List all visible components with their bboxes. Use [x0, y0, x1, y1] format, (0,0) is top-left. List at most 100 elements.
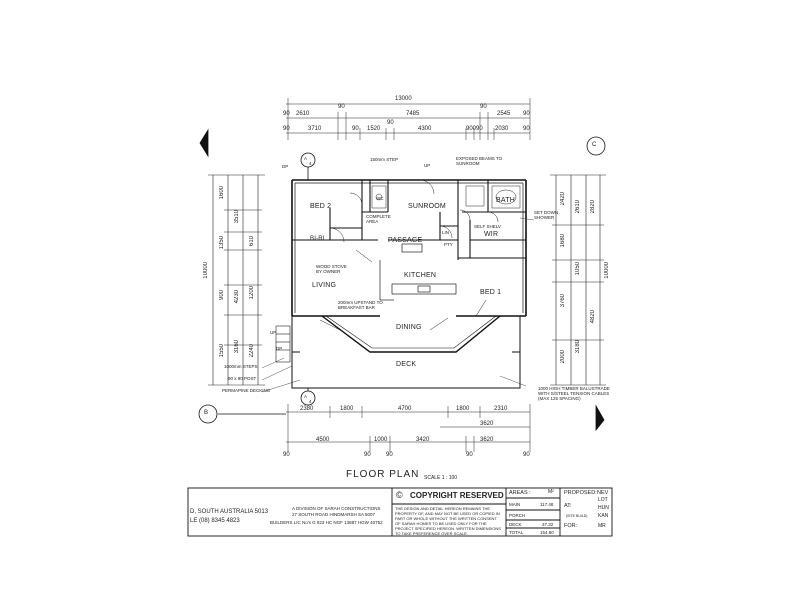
kitchen-bench	[391, 283, 457, 295]
tb-area-porch-label: PORCH	[509, 513, 526, 518]
left-overall-dim: 10000	[203, 262, 209, 279]
copyright-symbol: ©	[396, 490, 403, 500]
interior-walls	[292, 180, 526, 260]
top-tick-1: 90	[283, 111, 290, 117]
tb-copyright-text: THE DESIGN AND DETAIL HEREON REMAINS THE…	[395, 506, 501, 536]
tb-at-value-3: KAN	[598, 513, 609, 519]
top-dim-90b: 90	[480, 104, 487, 110]
right-dim-9: 4820	[590, 310, 596, 324]
right-dim-8: 2820	[590, 200, 596, 214]
room-deck: DECK	[396, 361, 417, 368]
tb-for-label: FOR:	[564, 523, 578, 529]
right-overall-dim: 10000	[604, 262, 610, 279]
room-bed2: BED 2	[310, 203, 332, 210]
note-set-down-shower: SET DOWN SHOWER	[534, 210, 559, 220]
top-dim-900: 900	[466, 126, 477, 132]
section-a-top: A	[304, 156, 308, 161]
dining-bay	[321, 315, 501, 353]
right-dim-4: 2610	[575, 200, 581, 214]
right-dim-5: 3760	[560, 294, 566, 308]
room-cupboard: COMPLETE AREA	[366, 214, 391, 224]
room-living: LIVING	[312, 282, 337, 289]
top-tick-4: 90	[352, 126, 359, 132]
bottom-dim-4700: 4700	[398, 406, 412, 412]
tb-area-total-label: TOTAL	[509, 530, 524, 535]
note-decking: PERMAPINE DECKING	[222, 388, 271, 393]
title-block-frame	[187, 487, 613, 537]
room-passage: PASSAGE	[388, 237, 423, 244]
room-lin: LIN	[442, 230, 450, 235]
right-dim-3: 1050	[575, 262, 581, 276]
section-4-top: 4	[309, 161, 312, 166]
bottom-dim-2310: 2310	[494, 406, 508, 412]
tb-areas-label: AREAS :	[509, 490, 531, 496]
deck-steps	[275, 325, 291, 363]
bottom-tick-3: 90	[386, 452, 393, 458]
right-dim-2: 1680	[560, 234, 566, 248]
section-b: B	[204, 410, 209, 416]
section-markers	[198, 128, 606, 432]
drawing-title: FLOOR PLAN	[346, 469, 420, 480]
bottom-tick-1: 90	[283, 452, 290, 458]
left-dim-4: 1350	[219, 236, 225, 250]
top-dim-2030: 2030	[495, 126, 509, 132]
tb-at-value-1: LOT	[598, 497, 608, 503]
room-kitchen: KITCHEN	[404, 272, 437, 279]
tb-copyright: COPYRIGHT RESERVED	[410, 491, 504, 500]
left-dim-8: 3160	[234, 340, 240, 354]
left-dim-1: 1600	[219, 186, 225, 200]
room-sunroom: SUNROOM	[408, 203, 446, 210]
right-dim-1: 2420	[560, 192, 566, 206]
top-dim-3710: 3710	[308, 126, 322, 132]
right-dim-6: 2000	[560, 350, 566, 364]
top-tick-3: 90	[283, 126, 290, 132]
top-dim-90a: 90	[338, 104, 345, 110]
room-dining: DINING	[396, 324, 422, 331]
note-dp-left: DP	[282, 164, 289, 169]
left-dim-9: 1550	[219, 344, 225, 358]
top-dim-2610: 2610	[296, 111, 310, 117]
room-bed1: BED 1	[480, 289, 502, 296]
note-step: 150mm STEP	[370, 157, 399, 162]
bottom-dim-1800b: 1800	[456, 406, 470, 412]
bottom-dim-3620a: 3620	[480, 421, 494, 427]
note-exposed-beams: EXPOSED BEAMS TO SUNROOM	[456, 156, 503, 166]
tb-for-value: MR	[598, 523, 606, 529]
bottom-tick-5: 90	[523, 452, 530, 458]
bottom-dim-3420: 3420	[416, 437, 430, 443]
bottom-tick-4: 90	[466, 452, 473, 458]
tb-site-label: (SITE BUILD)	[566, 514, 588, 518]
tb-area-deck-label: DECK	[509, 522, 522, 527]
drawing-scale: SCALE 1 : 100	[424, 475, 458, 481]
note-up-steps: UP	[270, 330, 277, 335]
room-wir: WIR	[484, 231, 499, 238]
room-bath: BATH	[496, 197, 515, 204]
bottom-dim-4500: 4500	[316, 437, 330, 443]
section-a-bottom: A	[304, 394, 308, 399]
bath-fixtures	[371, 185, 521, 209]
bottom-dim-2380: 2380	[300, 406, 314, 412]
room-self-shelves: SELF SHELV	[474, 224, 501, 229]
tb-areas-unit: M²	[548, 489, 554, 495]
bottom-dim-1000: 1000	[374, 437, 388, 443]
note-up: UP	[424, 163, 431, 168]
tb-at-label: AT:	[564, 503, 572, 509]
bottom-dim-1800a: 1800	[340, 406, 354, 412]
left-dim-5: 4230	[234, 290, 240, 304]
tb-builder-2: 27 SOUTH ROAD HINDMARSH SA 5007	[292, 512, 376, 517]
bottom-tick-2: 90	[364, 452, 371, 458]
top-dim-1520: 1520	[367, 126, 381, 132]
tb-at-value-2: HUN	[598, 505, 609, 511]
bottom-dim-3620b: 3620	[480, 437, 494, 443]
tb-area-deck-value: 37.32	[542, 522, 554, 527]
section-4-bottom: 4	[309, 399, 312, 404]
tb-address-2: LE (08) 8345 4823	[190, 518, 240, 524]
left-dim-6: 1200	[249, 286, 255, 300]
deck-outline	[291, 316, 521, 389]
tb-proposed-value: NEV	[597, 490, 609, 496]
room-pty: PTY	[444, 242, 453, 247]
left-dim-2: 3510	[234, 210, 240, 224]
top-tick-5: 90	[476, 126, 483, 132]
tb-builder-1: A DIVISION OF SARAH CONSTRUCTIONS	[292, 506, 381, 511]
